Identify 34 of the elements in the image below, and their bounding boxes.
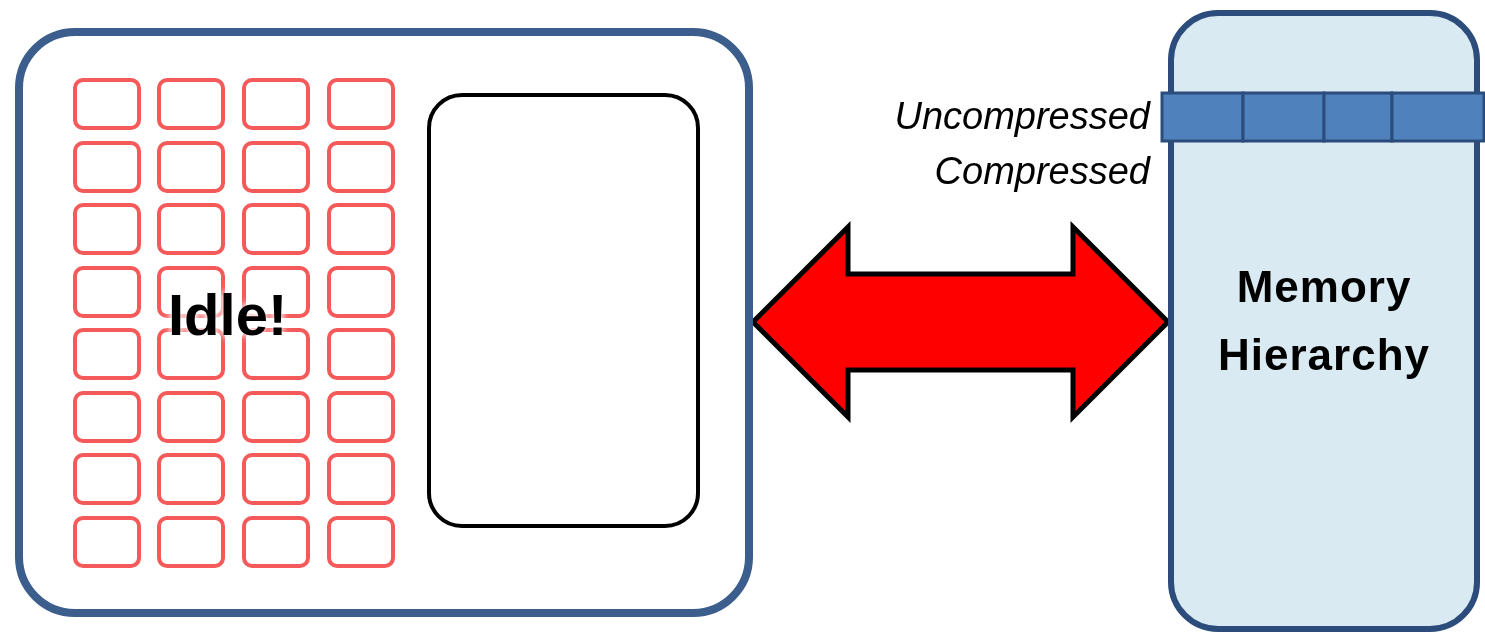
core-box — [242, 203, 310, 255]
core-box — [157, 78, 225, 130]
core-box — [73, 453, 141, 505]
annotation-text: Uncompressed — [894, 95, 1150, 138]
core-box — [242, 390, 310, 443]
core-box — [327, 328, 395, 380]
core-box — [73, 265, 141, 318]
core-box — [327, 453, 395, 505]
core-box — [73, 78, 141, 130]
core-box — [73, 515, 141, 568]
core-box — [73, 328, 141, 380]
core-box — [327, 390, 395, 443]
core-box — [157, 203, 225, 255]
core-box — [327, 265, 395, 318]
processor-box — [15, 28, 753, 617]
core-box — [73, 390, 141, 443]
core-box — [242, 515, 310, 568]
node-text: Memory Hierarchy — [1217, 260, 1431, 381]
core-box — [157, 515, 225, 568]
core-box — [73, 140, 141, 193]
core-box — [242, 78, 310, 130]
core-box — [327, 78, 395, 130]
rounded-box — [427, 93, 700, 528]
core-box — [157, 453, 225, 505]
annotation-text: Compressed — [934, 150, 1150, 193]
core-box — [327, 140, 395, 193]
core-box — [327, 203, 395, 255]
core-box — [157, 390, 225, 443]
core-box — [242, 140, 310, 193]
core-box — [327, 515, 395, 568]
core-box — [73, 203, 141, 255]
core-box — [157, 140, 225, 193]
memory-box — [1168, 10, 1480, 632]
core-box — [242, 453, 310, 505]
